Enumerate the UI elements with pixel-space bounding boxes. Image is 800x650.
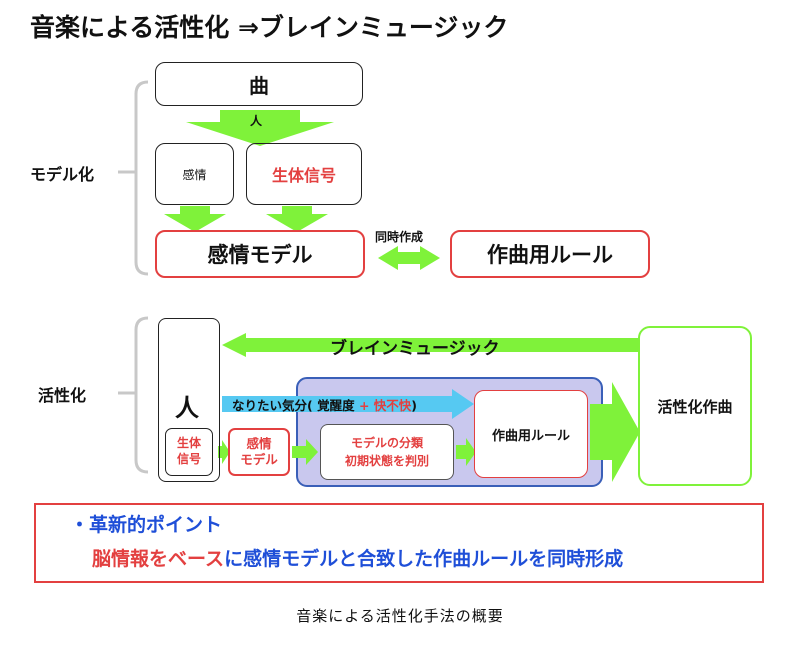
person-label: 人 [175, 394, 199, 422]
simultaneous-double-arrow [378, 246, 440, 270]
biosignal-down-arrow [266, 206, 328, 232]
model-to-classify-arrow [292, 439, 318, 465]
simultaneous-label: 同時作成 [375, 230, 424, 244]
emotion-box: 感情 [155, 143, 234, 205]
composition-rule-box: 作曲用ルール [450, 230, 650, 278]
desired-mood-arrow [222, 389, 474, 419]
plus-sign: + [358, 398, 370, 413]
activation-biosignal-box: 生体 信号 [165, 428, 213, 476]
song-box: 曲 [155, 62, 363, 106]
innovation-red-text: 脳情報をベース [92, 548, 225, 570]
brain-music-label: ブレインミュージック [330, 339, 500, 359]
biosignal-to-model-arrow [218, 440, 230, 464]
arousal-text: 覚醒度 [312, 398, 359, 413]
emotion-model-box: 感情モデル [155, 230, 365, 278]
classification-box: モデルの分類 初期状態を判別 [320, 424, 454, 480]
desired-mood-prefix: なりたい気分( [232, 398, 313, 413]
person-arrow-label: 人 [250, 114, 263, 128]
innovation-blue-text: に感情モデルと合致した作曲ルールを同時形成 [224, 548, 624, 570]
innovation-text: 脳情報をベースに感情モデルと合致した作曲ルールを同時形成 [92, 544, 623, 571]
desired-mood-suffix: ) [411, 398, 417, 413]
activation-emotion-model-box: 感情 モデル [228, 428, 290, 476]
brain-music-arrow [222, 333, 640, 357]
classify-to-rule-arrow [456, 438, 476, 466]
model-bracket [134, 80, 149, 276]
figure-caption: 音楽による活性化手法の概要 [296, 607, 504, 625]
activation-composition-rule-box: 作曲用ルール [474, 390, 588, 478]
person-box [158, 318, 220, 482]
activation-bracket [134, 316, 149, 474]
pleasantness-text: 快不快 [369, 398, 412, 413]
page-title: 音楽による活性化 ⇒ブレインミュージック [30, 13, 509, 42]
desired-mood-label: なりたい気分( 覚醒度 + 快不快) [232, 395, 417, 414]
section-label-model: モデル化 [30, 165, 95, 184]
to-activation-composition-arrow [590, 382, 640, 482]
section-label-activation: 活性化 [38, 386, 87, 405]
innovation-heading: ・革新的ポイント [70, 514, 223, 536]
person-down-arrow [186, 110, 334, 146]
innovation-box [34, 503, 764, 583]
emotion-down-arrow [164, 206, 226, 232]
activation-composition-box: 活性化作曲 [638, 326, 752, 486]
biosignal-box: 生体信号 [246, 143, 362, 205]
